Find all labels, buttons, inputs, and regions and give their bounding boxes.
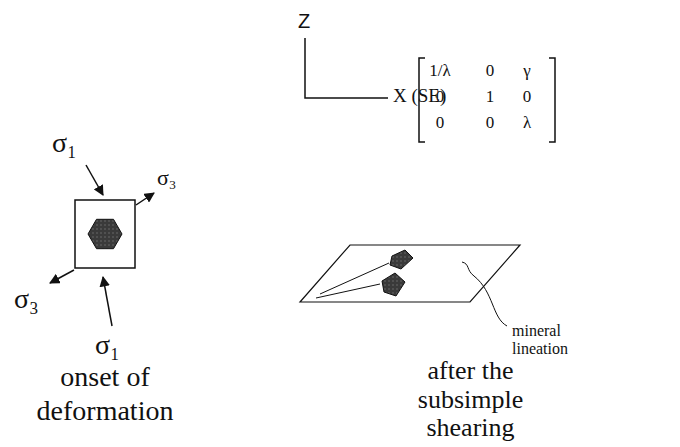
- matrix-entry: 1: [470, 88, 510, 107]
- stress-label: σ₁: [52, 128, 77, 159]
- callout-label: mineral lineation: [512, 322, 590, 357]
- matrix-entry: 0: [470, 114, 510, 133]
- stress-label: σ₃: [14, 284, 39, 315]
- matrix-entry: γ: [507, 62, 547, 81]
- crystal: [88, 219, 122, 248]
- matrix-entry: 0: [507, 88, 547, 107]
- shear-plane: [300, 245, 520, 302]
- crystal-fragment: [382, 273, 405, 296]
- caption: onset of deformation: [15, 360, 195, 427]
- stress-arrow: [136, 193, 154, 205]
- stress-arrow: [50, 270, 74, 283]
- matrix-entry: 0: [470, 62, 510, 81]
- leader-line: [462, 262, 507, 326]
- stress-label: σ₃: [157, 166, 177, 190]
- rock-block: [75, 200, 135, 268]
- stress-arrow: [103, 277, 112, 326]
- matrix-entry: λ: [507, 114, 547, 133]
- matrix-entry: 1/λ: [420, 62, 460, 81]
- stress-label: σ₁: [95, 330, 120, 361]
- caption: after the subsimple shearing: [398, 357, 543, 443]
- stress-arrow: [86, 165, 103, 195]
- matrix-bracket: [549, 58, 555, 142]
- crystal-fragment: [390, 250, 413, 269]
- matrix-entry: 0: [420, 114, 460, 133]
- matrix-entry: 0: [420, 88, 460, 107]
- axis-label: Z: [298, 10, 310, 32]
- axes: [305, 38, 388, 98]
- lineation-line: [320, 263, 389, 294]
